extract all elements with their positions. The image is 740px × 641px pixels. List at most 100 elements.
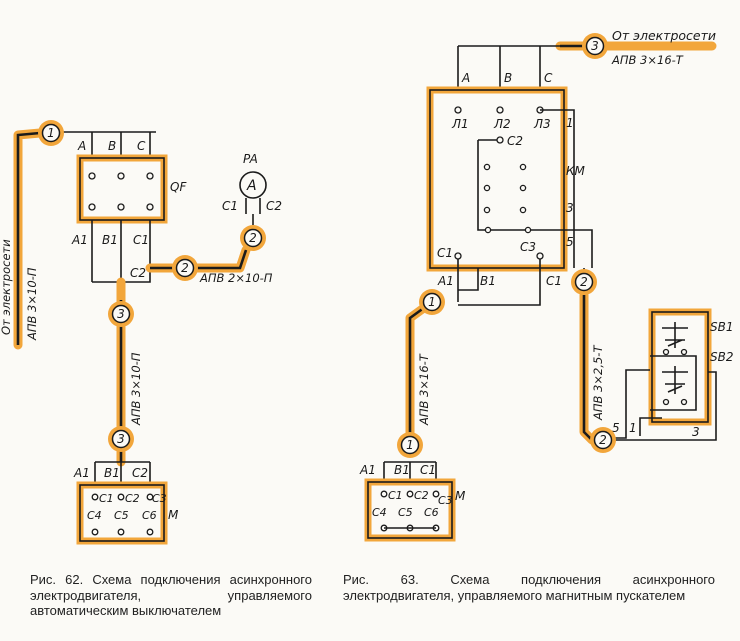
- marker-1-bottom: 1: [397, 432, 423, 458]
- motor-62-label: M: [168, 508, 179, 522]
- marker-3-top: 3: [108, 301, 134, 327]
- km-term-l2: Л2: [493, 117, 511, 131]
- marker-2-top: 2: [571, 269, 597, 295]
- feed-source-label-63: От электросети: [612, 28, 716, 43]
- feed-cable-63: От электросети АПВ 3×16-Т A B C: [457, 28, 717, 90]
- svg-text:3: 3: [117, 307, 125, 321]
- sb2-label: SB2: [710, 350, 733, 364]
- m63-c4: C4: [372, 506, 387, 519]
- figure-63: От электросети АПВ 3×16-Т A B C Л1 Л2 Л3…: [359, 28, 733, 542]
- m62-c4: C4: [87, 509, 102, 522]
- svg-text:1: 1: [406, 438, 414, 452]
- m63-in-c1: C1: [420, 463, 436, 477]
- qf-term-c1: C1: [133, 233, 149, 247]
- meter-cable-label: АПВ 2×10-П: [199, 271, 273, 285]
- markers-63: 3 1 1 2 2: [397, 33, 616, 458]
- marker-2-cable: 2: [172, 255, 198, 281]
- km-out-c1: C1: [437, 246, 453, 260]
- marker-2-meter: 2: [240, 225, 266, 251]
- svg-text:1: 1: [428, 295, 436, 309]
- svg-text:2: 2: [599, 433, 607, 447]
- svg-text:2: 2: [249, 231, 257, 245]
- out-b1: B1: [480, 274, 496, 288]
- pushbutton-station: SB1 SB2 5 1 3: [612, 308, 733, 441]
- motor-cable-label-62: АПВ 3×10-П: [129, 352, 143, 426]
- feed-cable-label-63: АПВ 3×16-Т: [611, 53, 684, 67]
- m63-c6: C6: [424, 506, 439, 519]
- sb1-label: SB1: [710, 320, 733, 334]
- starter-km: Л1 Л2 Л3 C2 КМ 1 3 5 C1 C3: [426, 86, 593, 272]
- km-side-1: 1: [566, 116, 574, 130]
- feed-cable-label-62: АПВ 3×10-П: [25, 267, 39, 341]
- marker-1-top: 1: [419, 289, 445, 315]
- control-cable: АПВ 3×2,5-Т: [579, 268, 605, 445]
- pa-label: PA: [243, 152, 258, 166]
- ammeter-pa: PA A C1 C2: [222, 152, 282, 214]
- phase-a: A: [461, 71, 470, 85]
- feed-cable-62: АПВ 3×10-П От электросети: [0, 128, 156, 350]
- marker-2-bottom: 2: [590, 427, 616, 453]
- km-side-5: 5: [566, 235, 574, 249]
- m63-c1: C1: [388, 489, 403, 502]
- qf-term-a1: A1: [71, 233, 88, 247]
- m62-c2: C2: [125, 492, 140, 505]
- km-term-l1: Л1: [451, 117, 469, 131]
- m62-c1: C1: [99, 492, 114, 505]
- svg-text:3: 3: [117, 432, 125, 446]
- phase-c: C: [544, 71, 553, 85]
- qf-term-b: B: [108, 139, 116, 153]
- sb-term-5: 5: [612, 421, 620, 435]
- marker-3-feed: 3: [582, 33, 608, 59]
- motor-62: A1 B1 C2 C1 C2 C3 C4 C5 C6 M: [73, 461, 179, 545]
- km-label: КМ: [566, 164, 586, 178]
- km-term-l3: Л3: [533, 117, 551, 131]
- km-contact-c2: C2: [507, 134, 523, 148]
- starter-outputs: A1 B1 C1: [437, 259, 562, 306]
- caption-figure-62: Рис. 62. Схема подключения асинхронного …: [30, 572, 312, 618]
- motor-63: A1 B1 C1 C1 C2 C3 C4 C5 C6 M: [359, 461, 466, 542]
- qf-term-b1: B1: [102, 233, 118, 247]
- m63-in-a1: A1: [359, 463, 376, 477]
- svg-text:2: 2: [181, 261, 189, 275]
- ammeter-symbol: A: [246, 178, 257, 194]
- motor-cable-63: АПВ 3×16-Т: [405, 297, 437, 450]
- marker-3-bottom: 3: [108, 426, 134, 452]
- marker-1: 1: [38, 120, 64, 146]
- feed-source-label-62: От электросети: [0, 239, 13, 335]
- sb-term-3: 3: [692, 425, 700, 439]
- qf-label: QF: [170, 180, 187, 194]
- svg-text:3: 3: [591, 39, 599, 53]
- km-out-c3: C3: [520, 240, 536, 254]
- m62-in-c2: C2: [132, 466, 148, 480]
- m62-c5: C5: [114, 509, 129, 522]
- m62-c6: C6: [142, 509, 157, 522]
- motor-cable-label-63: АПВ 3×16-Т: [417, 353, 431, 426]
- out-c1: C1: [546, 274, 562, 288]
- out-a1: A1: [437, 274, 454, 288]
- pa-term-c1: C1: [222, 199, 238, 213]
- m62-c3: C3: [152, 492, 167, 505]
- m62-in-b1: B1: [104, 466, 120, 480]
- m63-c2: C2: [414, 489, 429, 502]
- meter-cable-62: АПВ 2×10-П: [145, 214, 273, 285]
- junction-c2-label: C2: [130, 266, 146, 280]
- sb-term-1: 1: [629, 421, 637, 435]
- m63-in-b1: B1: [394, 463, 410, 477]
- svg-text:1: 1: [47, 126, 55, 140]
- phase-b: B: [504, 71, 512, 85]
- pa-term-c2: C2: [266, 199, 282, 213]
- control-cable-label: АПВ 3×2,5-Т: [591, 345, 605, 421]
- caption-figure-63: Рис. 63. Схема подключения асинхронного …: [343, 572, 715, 603]
- figure-62: АПВ 3×10-П От электросети A B C QF A1 B1…: [0, 120, 282, 545]
- m63-c3: C3: [438, 494, 453, 507]
- qf-term-a: A: [77, 139, 86, 153]
- markers-62: 1 2 2 3 3: [38, 120, 266, 452]
- svg-text:2: 2: [580, 275, 588, 289]
- qf-term-c: C: [137, 139, 146, 153]
- motor-63-label: M: [455, 489, 466, 503]
- m63-c5: C5: [398, 506, 413, 519]
- m62-in-a1: A1: [73, 466, 90, 480]
- breaker-qf: A B C QF A1 B1 C1 C2: [71, 132, 187, 283]
- km-side-3: 3: [566, 201, 574, 215]
